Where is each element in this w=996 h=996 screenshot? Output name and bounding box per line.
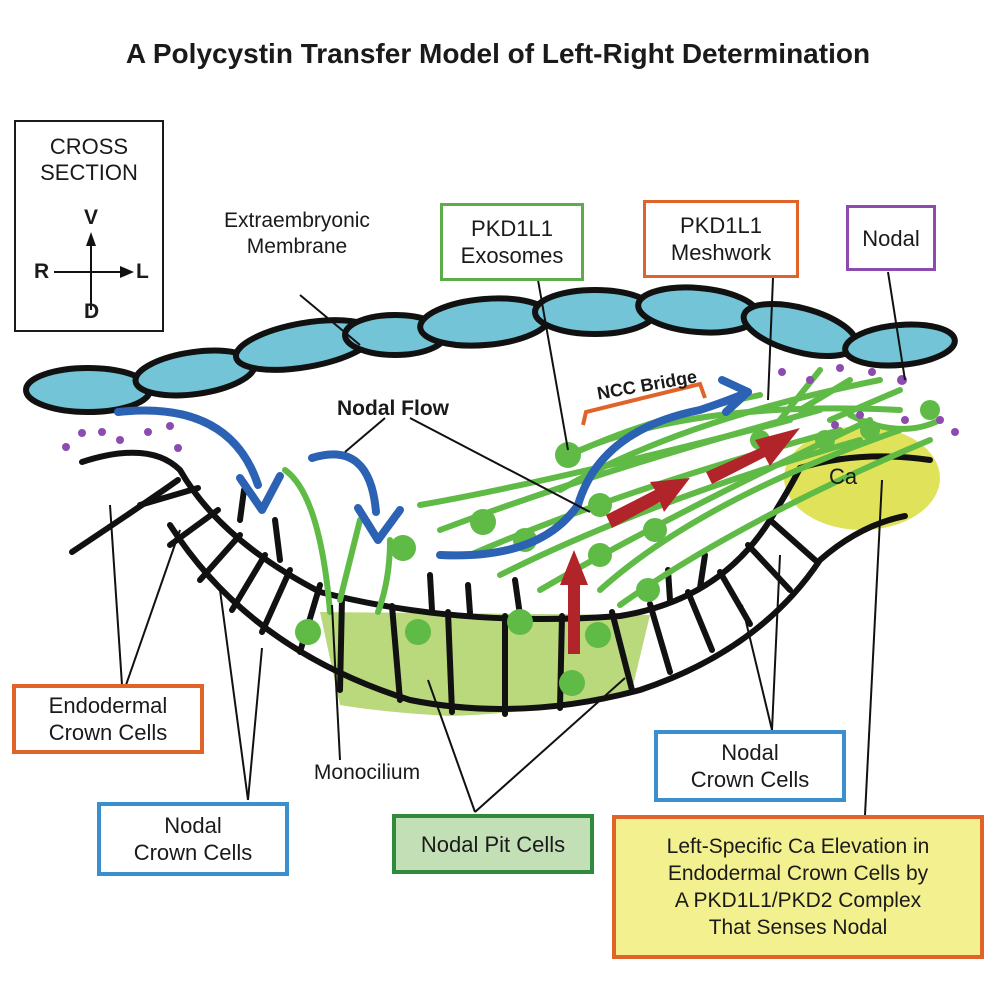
ca-elevation-box: Left-Specific Ca Elevation in Endodermal…: [612, 815, 984, 959]
ca-elevation-line2: Endodermal Crown Cells by: [667, 862, 929, 885]
orientation-compass: CROSS SECTION V D R L: [14, 120, 164, 332]
nodal-flow-label: Nodal Flow: [337, 397, 449, 420]
section-label: SECTION: [40, 160, 138, 185]
cross-section-label: CROSS SECTION: [16, 134, 162, 186]
nodal-crown-cells-box-right: Nodal Crown Cells: [654, 730, 846, 802]
nodal-crown-right-line2: Crown Cells: [690, 767, 810, 792]
endodermal-line2: Crown Cells: [48, 720, 168, 745]
leader-lines: [109, 271, 906, 816]
meshwork-line1: PKD1L1: [680, 213, 762, 238]
compass-left: L: [136, 260, 149, 283]
extraembryonic-line2: Membrane: [246, 235, 348, 258]
endodermal-crown-cells-box: Endodermal Crown Cells: [12, 684, 204, 754]
extraembryonic-membrane-label: Extraembryonic Membrane: [202, 208, 392, 260]
diagram-title: A Polycystin Transfer Model of Left-Righ…: [125, 38, 871, 69]
compass-arrows-icon: [54, 232, 134, 310]
nodal-box: Nodal: [846, 205, 936, 271]
cross-label: CROSS: [49, 134, 129, 159]
compass-dorsal: D: [84, 300, 100, 323]
compass-right: R: [34, 260, 50, 283]
cell-layer: [69, 449, 933, 717]
nodal-crown-cells-box-left: Nodal Crown Cells: [97, 802, 289, 876]
pkd1l1-exosomes: [295, 400, 940, 696]
compass-ventral: V: [84, 206, 99, 229]
pit-cells-label: Nodal Pit Cells: [420, 831, 566, 857]
nodal-crown-right-line1: Nodal: [721, 740, 779, 765]
signal-arrows: [560, 428, 800, 654]
nodal-flow-arrows: [114, 376, 752, 560]
pkd1l1-exosomes-box: PKD1L1 Exosomes: [440, 203, 584, 281]
nodal-box-label: Nodal: [862, 225, 920, 251]
monocilium-label: Monocilium: [313, 761, 421, 784]
ncc-bridge-bracket: [581, 381, 707, 426]
endodermal-line1: Endodermal: [48, 693, 168, 718]
exosomes-line2: Exosomes: [460, 243, 564, 268]
extraembryonic-line1: Extraembryonic: [224, 209, 370, 232]
nodal-pit-cells-box: Nodal Pit Cells: [392, 814, 594, 874]
nodal-particles: [62, 364, 959, 452]
ca-elevation-line4: That Senses Nodal: [708, 916, 888, 939]
nodal-crown-left-line2: Crown Cells: [133, 840, 253, 865]
ca-elevation-line1: Left-Specific Ca Elevation in: [666, 835, 930, 858]
exosomes-line1: PKD1L1: [471, 216, 553, 241]
ca-label: Ca: [828, 464, 858, 489]
meshwork-line2: Meshwork: [670, 240, 772, 265]
nodal-crown-left-line1: Nodal: [164, 813, 222, 838]
extraembryonic-membrane: [23, 284, 958, 415]
ca-elevation-line3: A PKD1L1/PKD2 Complex: [674, 889, 922, 912]
pkd1l1-meshwork-box: PKD1L1 Meshwork: [643, 200, 799, 278]
